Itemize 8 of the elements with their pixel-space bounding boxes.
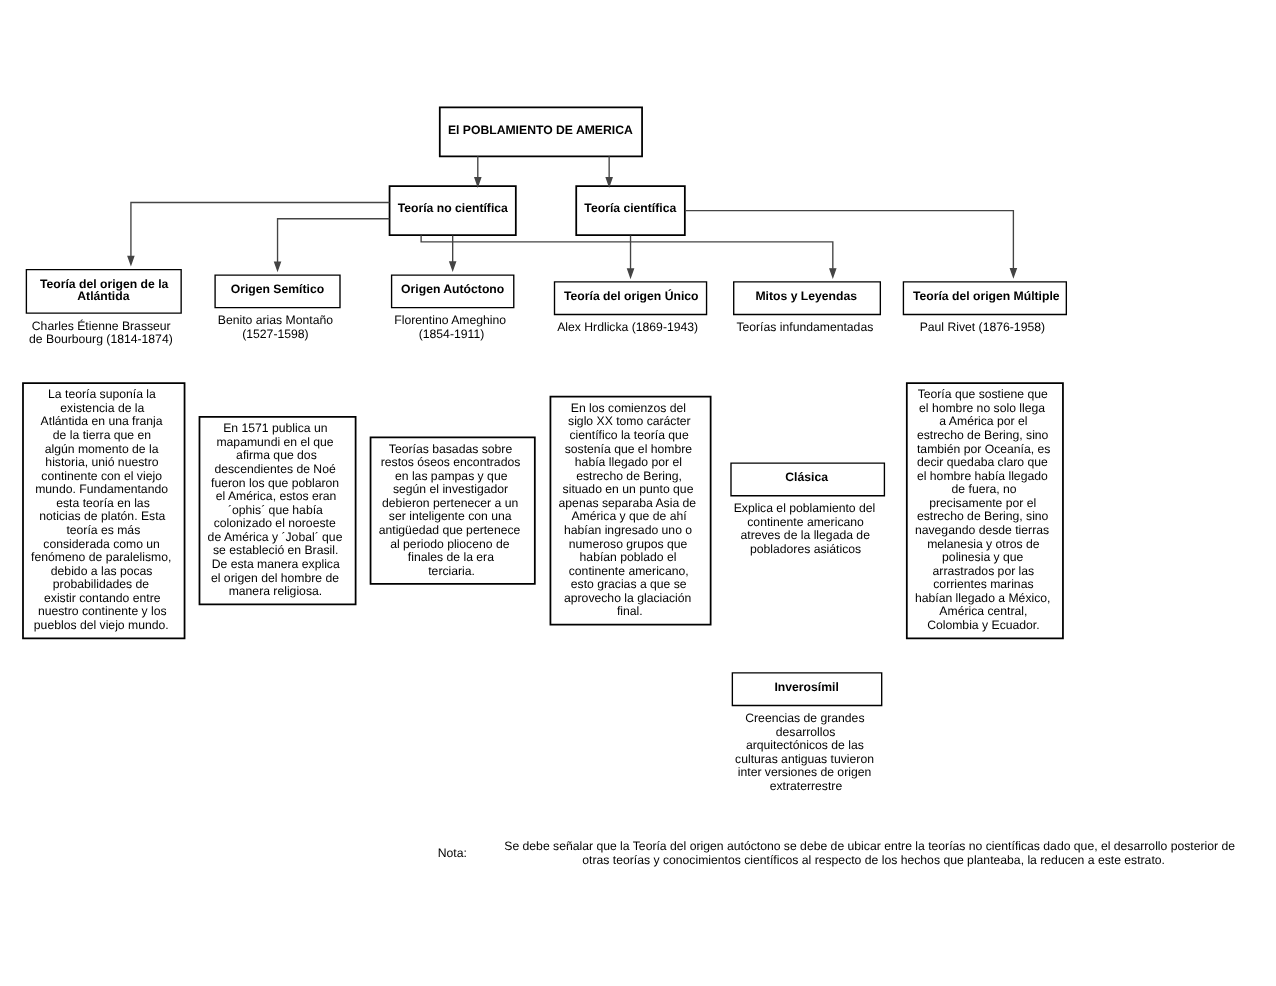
arrow bbox=[474, 155, 482, 188]
arrow bbox=[626, 234, 635, 280]
arrow bbox=[684, 209, 1018, 279]
arrow bbox=[273, 218, 391, 273]
arrow bbox=[605, 155, 613, 188]
arrow bbox=[448, 234, 457, 273]
arrow bbox=[420, 234, 837, 280]
arrow bbox=[127, 201, 391, 267]
